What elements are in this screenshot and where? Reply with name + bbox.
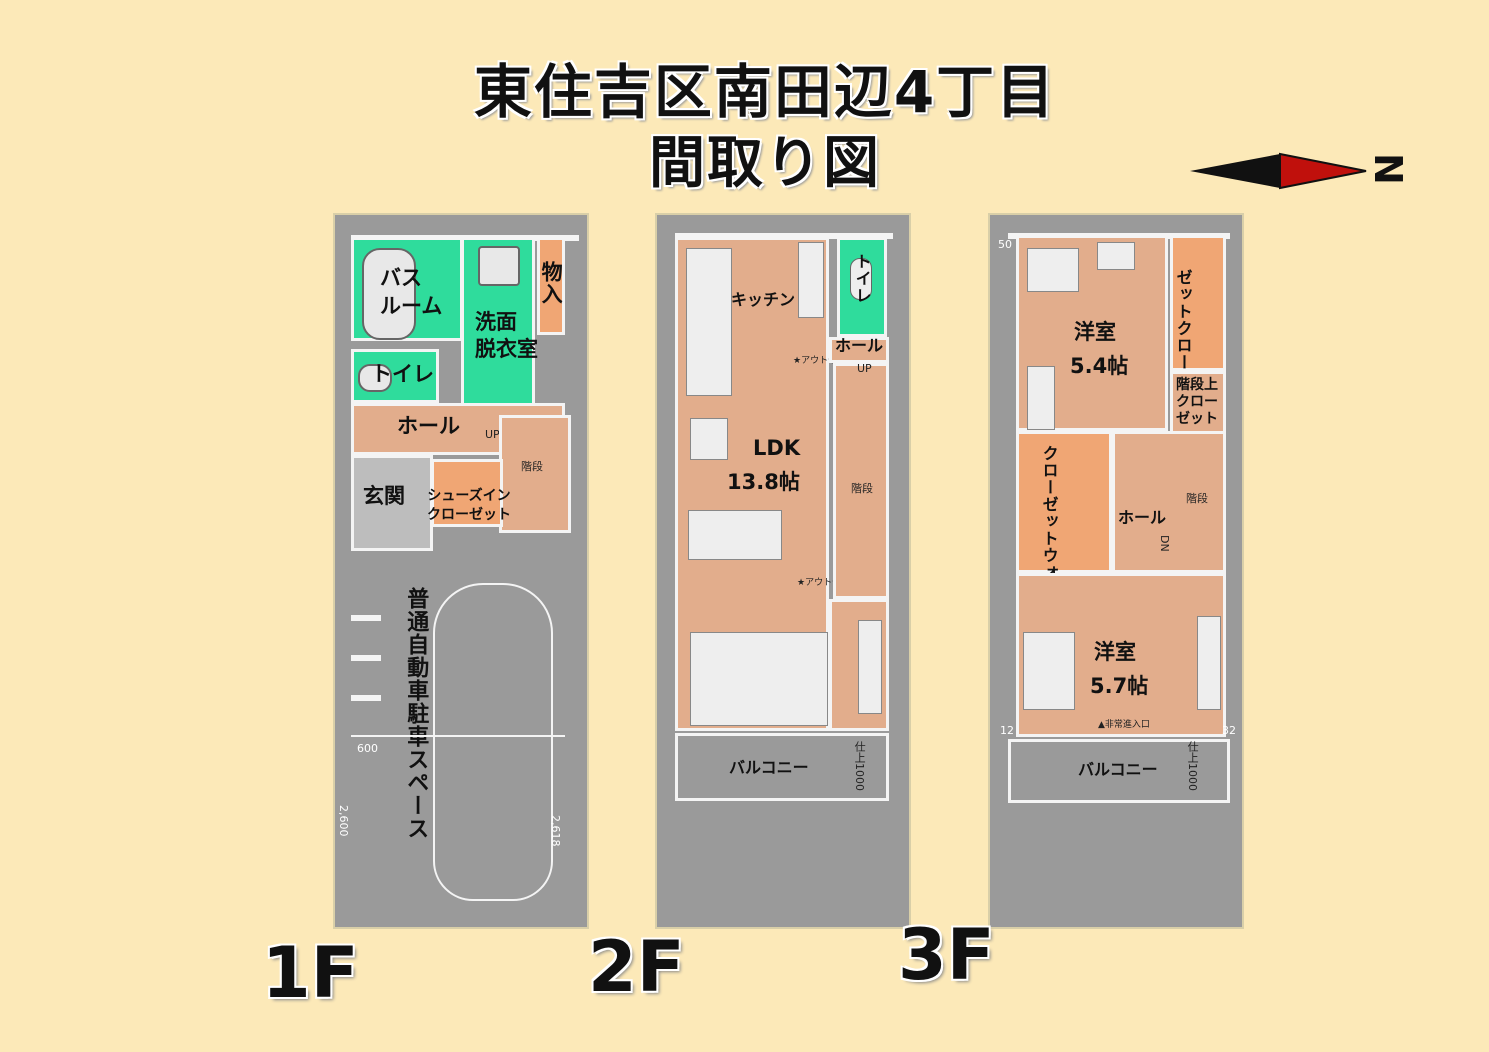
label-kitchen: キッチン: [731, 290, 796, 309]
room-bath-1f: バス ルーム: [351, 237, 463, 341]
floor-2f-plan: キッチン LDK 13.8帖 ★アウトセット ★アウトセット トイレ ホール U…: [655, 213, 911, 929]
compass-direction-label: N: [1366, 153, 1410, 185]
floor-1f-plan: バス ルーム 洗面 脱衣室 物入 トイレ ホール UP 階段 玄関 シューズイン…: [333, 213, 589, 929]
room-toilet-1f: [351, 349, 439, 403]
room-ldk-2f: [675, 237, 829, 731]
floor-label-3f: 3F: [898, 914, 995, 996]
label-storage: 物入: [539, 261, 564, 305]
floor-label-1f: 1F: [262, 932, 359, 1014]
label-parking: 普通自動車駐車スペース: [403, 587, 429, 840]
label-toilet-2f: トイレ: [852, 253, 872, 304]
note-stairs-3f: 階段: [1186, 492, 1208, 505]
label-closet-1: ゼットクロー: [1173, 269, 1193, 371]
note-up-1f: UP: [485, 428, 500, 441]
label-toilet-1f: トイレ: [371, 362, 434, 386]
room-washroom-1f: [461, 237, 535, 407]
dim-50: 50: [998, 238, 1012, 251]
stairs-2f: [833, 363, 889, 599]
note-stairs-2f: 階段: [851, 482, 873, 495]
room-shoe-closet-1f: [431, 459, 503, 527]
label-ldk: LDK: [753, 436, 801, 460]
label-hall-3f: ホール: [1118, 508, 1167, 527]
note-rail-3f: 仕上1000: [1186, 741, 1200, 791]
page-title: 東住吉区南田辺4丁目: [473, 58, 1057, 126]
room-entrance-1f: [351, 455, 433, 551]
room-storage-1f: [537, 237, 565, 335]
note-dn-3f: DN: [1158, 535, 1172, 552]
label-balcony-3f: バルコニー: [1078, 760, 1158, 779]
note-rail-2f: 仕上1000: [853, 741, 867, 791]
label-western-2-size: 5.7帖: [1090, 674, 1149, 698]
note-stairs-1f: 階段: [521, 460, 543, 473]
label-balcony-2f: バルコニー: [729, 758, 809, 777]
room-hall-3f: [1112, 431, 1226, 573]
room-closet-1: [1170, 235, 1226, 371]
label-bath: バス ルーム: [380, 266, 443, 319]
label-hall-2f: ホール: [835, 336, 884, 355]
stairs-1f: [499, 415, 571, 533]
note-emergency: ▲非常進入口: [1098, 720, 1150, 730]
room-western-2: [1016, 573, 1226, 737]
dim-12: 12: [1000, 724, 1014, 737]
note-outlet-2: ★アウトセット: [797, 578, 860, 588]
note-up-2f: UP: [857, 362, 872, 375]
floor-label-2f: 2F: [588, 926, 685, 1008]
room-western-1: [1016, 235, 1168, 431]
label-entrance: 玄関: [363, 484, 405, 508]
label-western-2: 洋室: [1094, 640, 1136, 664]
dim-32: 32: [1222, 724, 1236, 737]
dim-2600: 2,600: [337, 805, 351, 837]
dim-600: 600: [357, 742, 378, 755]
room-walkin-closet: [1016, 431, 1112, 573]
page-subtitle: 間取り図: [649, 131, 881, 196]
north-arrow-icon: N: [1190, 152, 1410, 190]
floor-3f-plan: 洋室 5.4帖 ゼットクロー 階段上 クロー ゼット クローゼットウォークイン …: [988, 213, 1244, 929]
room-storage-2f: [829, 599, 889, 731]
label-hall-1f: ホール: [397, 414, 460, 438]
dim-2618: 2,618: [549, 815, 563, 847]
note-outlet-1: ★アウトセット: [793, 356, 856, 366]
label-shoe-closet: シューズイン クローゼット: [427, 488, 511, 523]
label-ldk-size: 13.8帖: [727, 470, 800, 494]
room-hall-2f: [829, 337, 889, 363]
label-washroom: 洗面 脱衣室: [475, 310, 538, 362]
label-western-1: 洋室: [1074, 320, 1116, 344]
room-toilet-2f: [837, 237, 887, 337]
label-stair-closet: 階段上 クロー ゼット: [1176, 377, 1218, 427]
label-western-1-size: 5.4帖: [1070, 354, 1129, 378]
